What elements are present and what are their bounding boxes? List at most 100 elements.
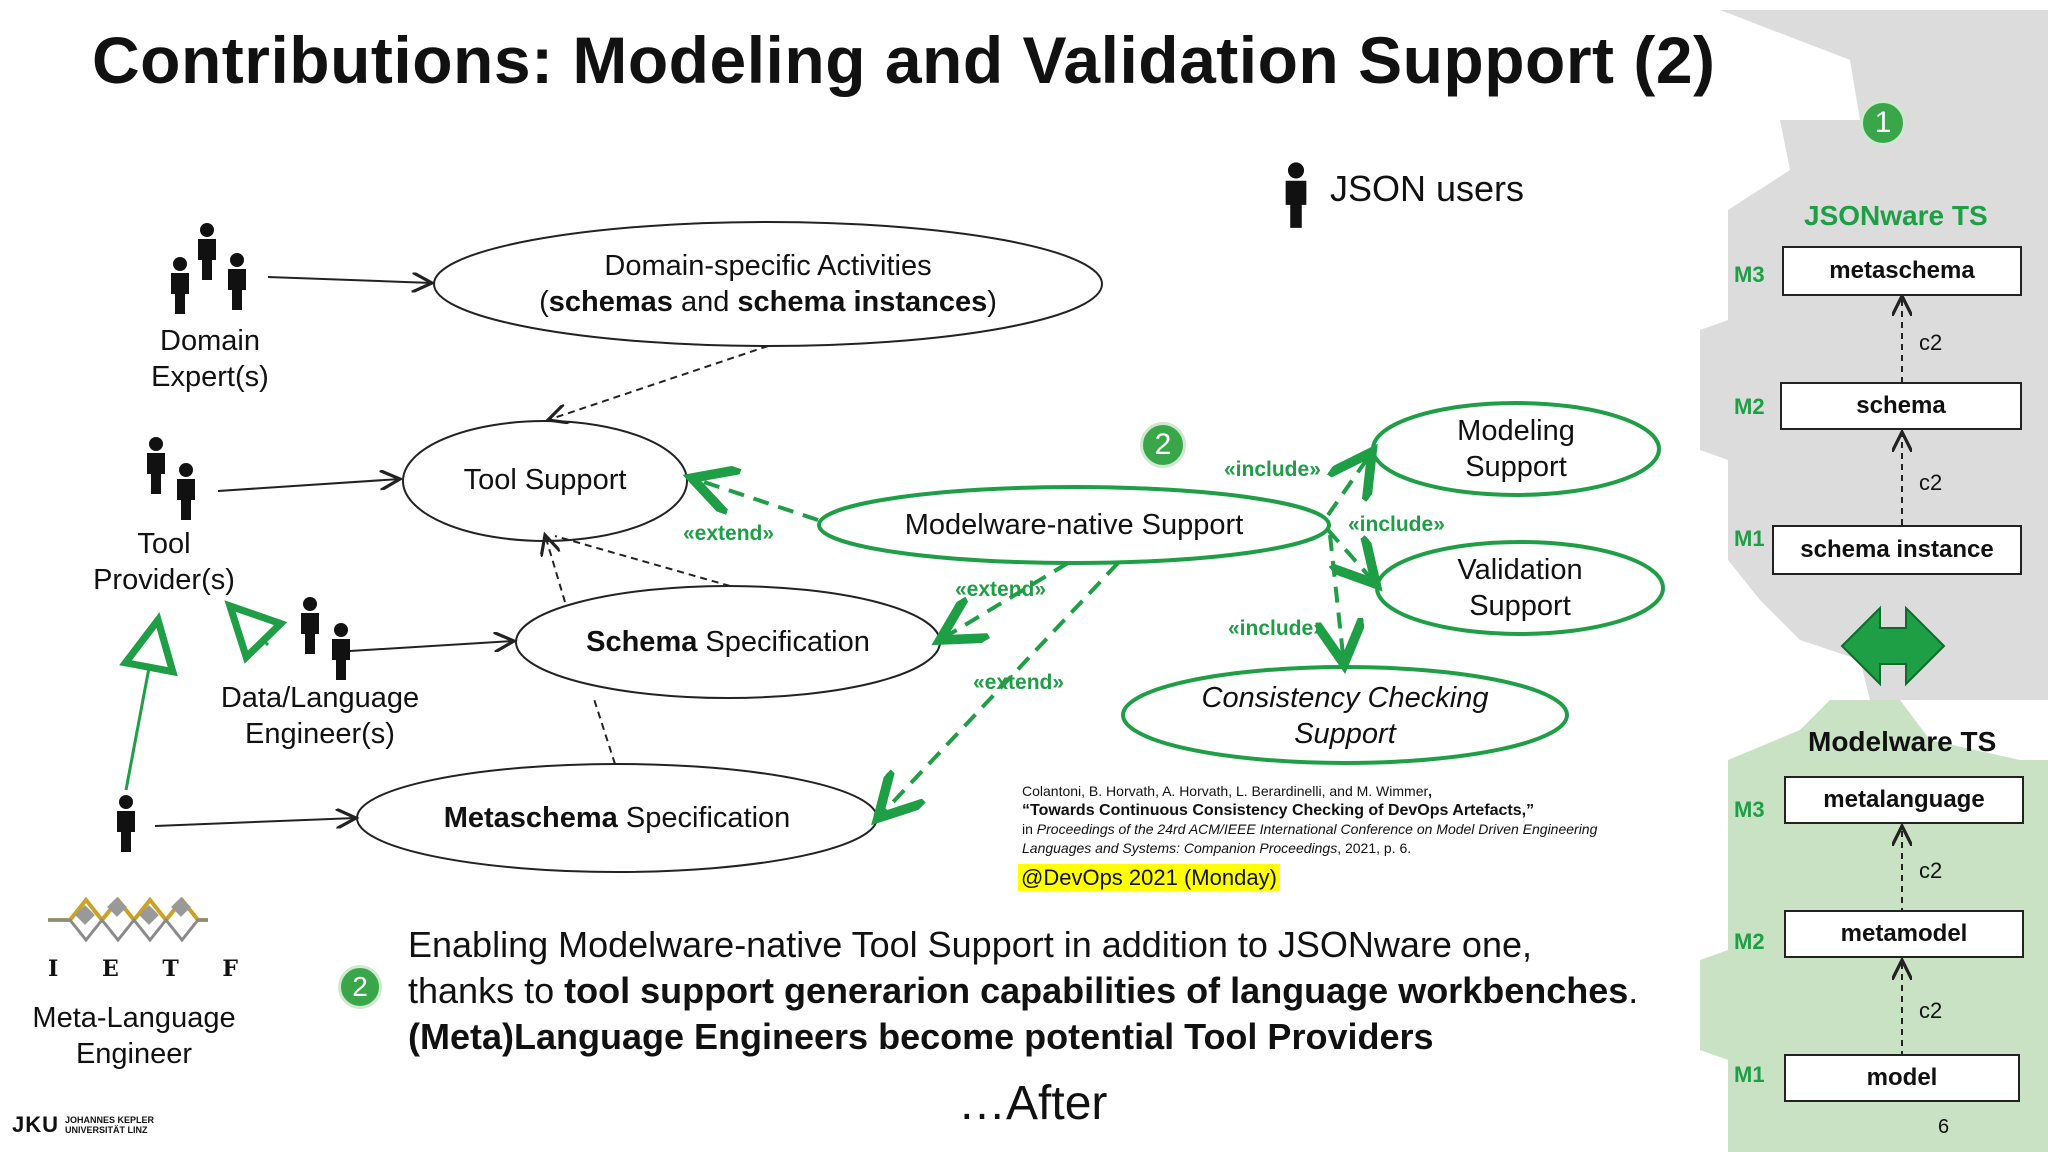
uc-domain-line2: (schemas and schema instances) [468, 284, 1068, 320]
label-domain-experts-line2: Expert(s) [151, 361, 269, 393]
uc-schema-bold: Schema [586, 626, 698, 658]
citation-venue1: Proceedings of the 24rd ACM/IEEE Interna… [1036, 821, 1598, 837]
ietf-logo-text: I E T F [48, 956, 257, 982]
uc-domain-line1: Domain-specific Activities [604, 250, 932, 282]
json-users-legend: JSON users [1330, 168, 1525, 209]
modelware-box-metalanguage: metalanguage [1784, 776, 2024, 824]
modelware-c2-2: c2 [1919, 998, 1943, 1023]
slide-title: Contributions: Modeling and Validation S… [92, 23, 1716, 97]
citation-title: “Towards Continuous Consistency Checking… [1022, 802, 1535, 819]
citation-authors-names: Colantoni, B. Horvath, A. Horvath, L. Be… [1022, 783, 1429, 799]
bottom-statement: Enabling Modelware-native Tool Support i… [408, 922, 1748, 1060]
label-include-1: «include» [1224, 458, 1321, 481]
jku-logo-line1: JOHANNES KEPLER [65, 1115, 155, 1125]
person-icon-datalang-group [301, 597, 350, 680]
marker-1: 1 [1860, 100, 1906, 146]
label-extend-3: «extend» [973, 671, 1065, 694]
gen-meta-toolprov [119, 612, 178, 791]
bottom-line2-post: . [1628, 970, 1639, 1011]
inc-validation [1326, 528, 1376, 584]
uc-consistency-line2: Support [1294, 718, 1396, 750]
inc-modeling [1326, 452, 1372, 517]
bottom-line2-pre: thanks to [408, 970, 565, 1011]
jku-logo: JKU JOHANNES KEPLER UNIVERSITÄT LINZ [12, 1112, 154, 1138]
jsonware-c2-1: c2 [1919, 330, 1943, 355]
after-label: …After [958, 1077, 1108, 1130]
jku-logo-mark: JKU [12, 1112, 60, 1137]
citation-authors-end: , [1428, 783, 1433, 799]
dep-domain-tool [548, 345, 769, 420]
assoc-domain [267, 277, 432, 283]
person-icon-metalang [117, 795, 135, 852]
modelware-tag-m1: M1 [1734, 1062, 1765, 1087]
citation-venue: in Proceedings of the 24rd ACM/IEEE Inte… [1022, 820, 1662, 839]
jku-logo-text: JOHANNES KEPLER UNIVERSITÄT LINZ [65, 1115, 154, 1135]
uc-metaschema-spec-text: Metaschema Specification [387, 800, 847, 836]
person-icon-domain-group [171, 223, 246, 314]
uc-modeling-line2: Support [1465, 451, 1567, 483]
jku-logo-line2: UNIVERSITÄT LINZ [65, 1125, 148, 1135]
label-meta-language-line2: Engineer [75, 1038, 193, 1070]
page-number: 6 [1938, 1116, 1950, 1138]
label-domain-experts: Domain Expert(s) [130, 323, 290, 395]
label-data-language-engineers: Data/Language Engineer(s) [200, 680, 440, 752]
label-include-2: «include» [1348, 513, 1445, 536]
bottom-line3: (Meta)Language Engineers become potentia… [408, 1014, 1748, 1060]
assoc-datalang [349, 641, 514, 651]
marker-2-text: 2 [338, 965, 382, 1009]
uc-domain-schema-instances: schema instances [737, 286, 988, 318]
assoc-toolprov [217, 479, 400, 492]
label-tool-providers: Tool Provider(s) [74, 526, 254, 598]
jsonware-box-schema-instance: schema instance [1772, 525, 2022, 575]
jsonware-title: JSONware TS [1804, 200, 1988, 231]
uc-domain-paren-close: ) [987, 286, 997, 318]
jsonware-box-metaschema: metaschema [1782, 246, 2022, 296]
citation-in: in [1022, 821, 1033, 837]
uc-validation-line2: Support [1469, 590, 1571, 622]
ext-meta [878, 561, 1120, 818]
event-text: @DevOps 2021 (Monday) [1018, 864, 1280, 891]
modelware-box-model: model [1784, 1054, 2020, 1102]
bottom-line2-bold: tool support generarion capabilities of … [564, 970, 1629, 1011]
uc-schema-spec-text: Schema Specification [528, 624, 928, 660]
uc-consistency-line1: Consistency Checking [1201, 682, 1489, 714]
label-extend-2: «extend» [955, 578, 1047, 601]
label-tool-providers-line2: Provider(s) [93, 564, 235, 596]
dep-meta-schema [592, 695, 616, 765]
label-meta-language-engineer: Meta-Language Engineer [14, 1000, 254, 1072]
bottom-line2: thanks to tool support generarion capabi… [408, 968, 1748, 1014]
person-icon-json-users [1285, 162, 1307, 228]
modelware-tag-m2: M2 [1734, 929, 1765, 954]
uc-metaschema-bold: Metaschema [443, 802, 618, 834]
uc-validation-support-text: Validation Support [1400, 552, 1640, 624]
modelware-title: Modelware TS [1808, 726, 1997, 757]
gen-datalang-toolprov [224, 600, 288, 664]
uc-domain-schemas: schemas [548, 286, 673, 318]
jsonware-tag-m3: M3 [1734, 262, 1765, 287]
uc-schema-rest: Specification [697, 626, 870, 658]
uc-metaschema-rest: Specification [617, 802, 791, 834]
citation-venue-tail: , 2021, p. 6. [1337, 840, 1412, 856]
modelware-box-metamodel: metamodel [1784, 910, 2024, 958]
modelware-c2-1: c2 [1919, 858, 1943, 883]
inc-consistency [1330, 534, 1344, 664]
label-meta-language-line1: Meta-Language [32, 1002, 236, 1034]
marker-2-diagram: 2 [1140, 422, 1186, 468]
label-data-language-line2: Engineer(s) [245, 718, 395, 750]
bottom-line3-bold: (Meta)Language Engineers become potentia… [408, 1016, 1434, 1057]
uc-domain-activities-text: Domain-specific Activities (schemas and … [468, 248, 1068, 320]
bottom-line1: Enabling Modelware-native Tool Support i… [408, 924, 1532, 965]
uc-tool-support-text: Tool Support [463, 464, 627, 496]
label-domain-experts-line1: Domain [160, 325, 260, 357]
jsonware-tag-m2: M2 [1734, 394, 1765, 419]
ietf-logo [48, 896, 208, 943]
ext-tool [692, 478, 819, 522]
label-data-language-line1: Data/Language [220, 682, 420, 714]
assoc-metalang [154, 818, 356, 826]
citation-venue2: Languages and Systems: Companion Proceed… [1022, 840, 1338, 856]
double-arrow-icon [1840, 605, 1946, 687]
uc-modelware-native [817, 485, 1331, 565]
modelware-tag-m3: M3 [1734, 797, 1765, 822]
dep-schema-tool-1 [545, 535, 566, 603]
uc-modeling-support-text: Modeling Support [1396, 413, 1636, 485]
